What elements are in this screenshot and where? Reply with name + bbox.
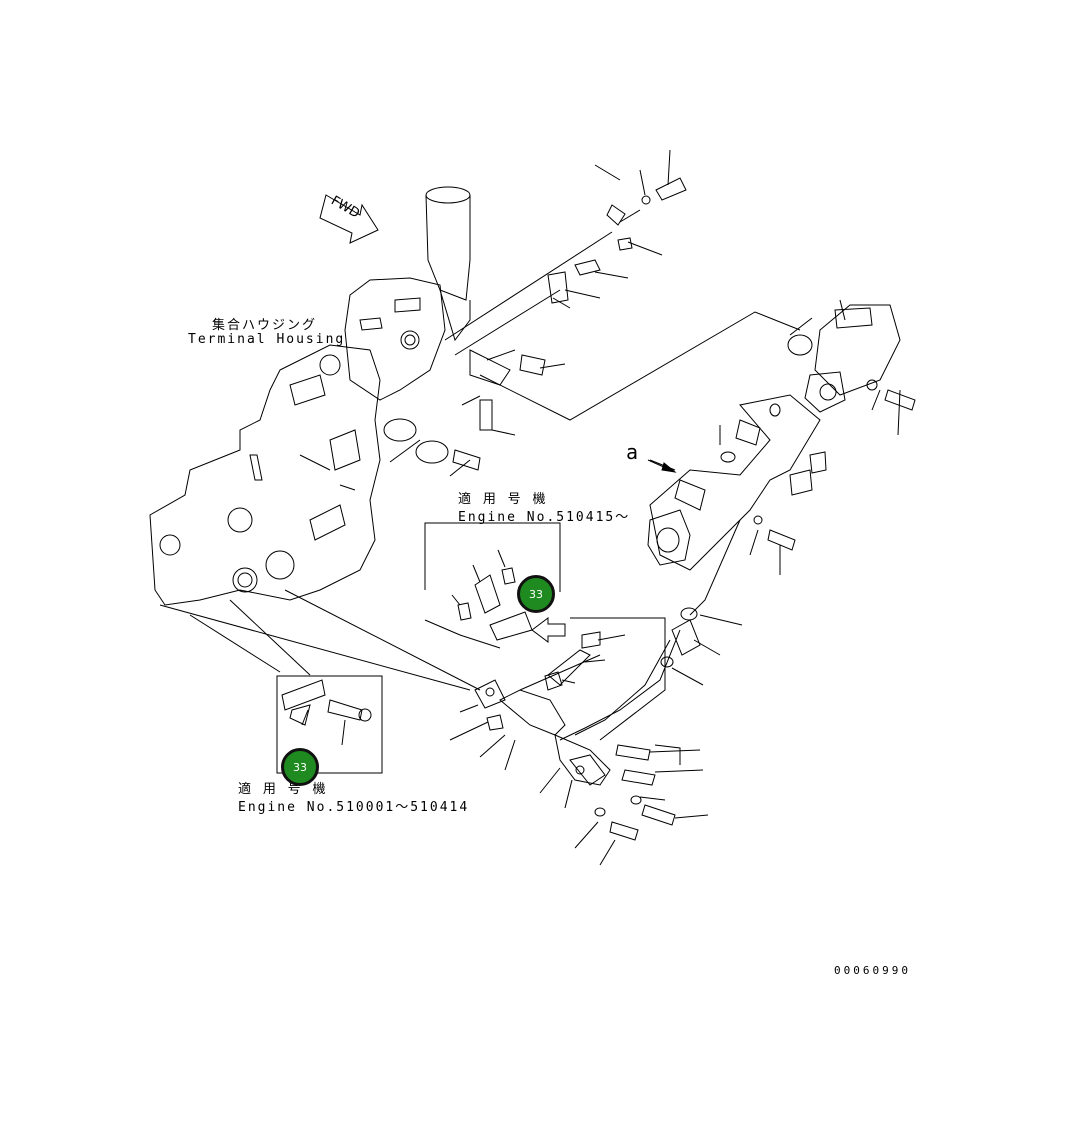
applicable-upper-en-label: Engine No.510415～ (458, 510, 631, 525)
applicable-lower-en-label: Engine No.510001～510414 (238, 800, 470, 815)
egr-cooler (647, 394, 827, 575)
egr-pipe (559, 519, 743, 741)
drawing-number: 00060990 (834, 964, 911, 977)
engine-block (149, 344, 381, 606)
terminal-housing-jp-label: 集合ハウジング (212, 318, 318, 333)
terminal-housing (344, 277, 446, 401)
terminal-housing-en-label: Terminal Housing (188, 332, 346, 347)
detail-box-lower (276, 675, 383, 774)
view-a-arrow (647, 459, 677, 473)
intake-pipe (425, 186, 471, 342)
pipe-flange (449, 679, 611, 809)
leader-lines (299, 149, 671, 491)
callout-hotspot-upper[interactable]: 33 (517, 575, 555, 613)
egr-valve (787, 299, 916, 436)
gasket-set (383, 418, 481, 471)
bolt-set (574, 744, 709, 866)
reference-lines (159, 589, 481, 691)
detail-box-mid (519, 617, 666, 741)
bracket-hardware (469, 177, 687, 431)
view-a-label: a (626, 440, 641, 464)
callout-hotspot-lower[interactable]: 33 (281, 748, 319, 786)
applicable-lower-jp-label: 適 用 号 機 (238, 782, 328, 797)
detail-box-upper (424, 522, 566, 649)
connection-lines (444, 231, 801, 421)
fwd-arrow (319, 194, 379, 244)
applicable-upper-jp-label: 適 用 号 機 (458, 492, 548, 507)
